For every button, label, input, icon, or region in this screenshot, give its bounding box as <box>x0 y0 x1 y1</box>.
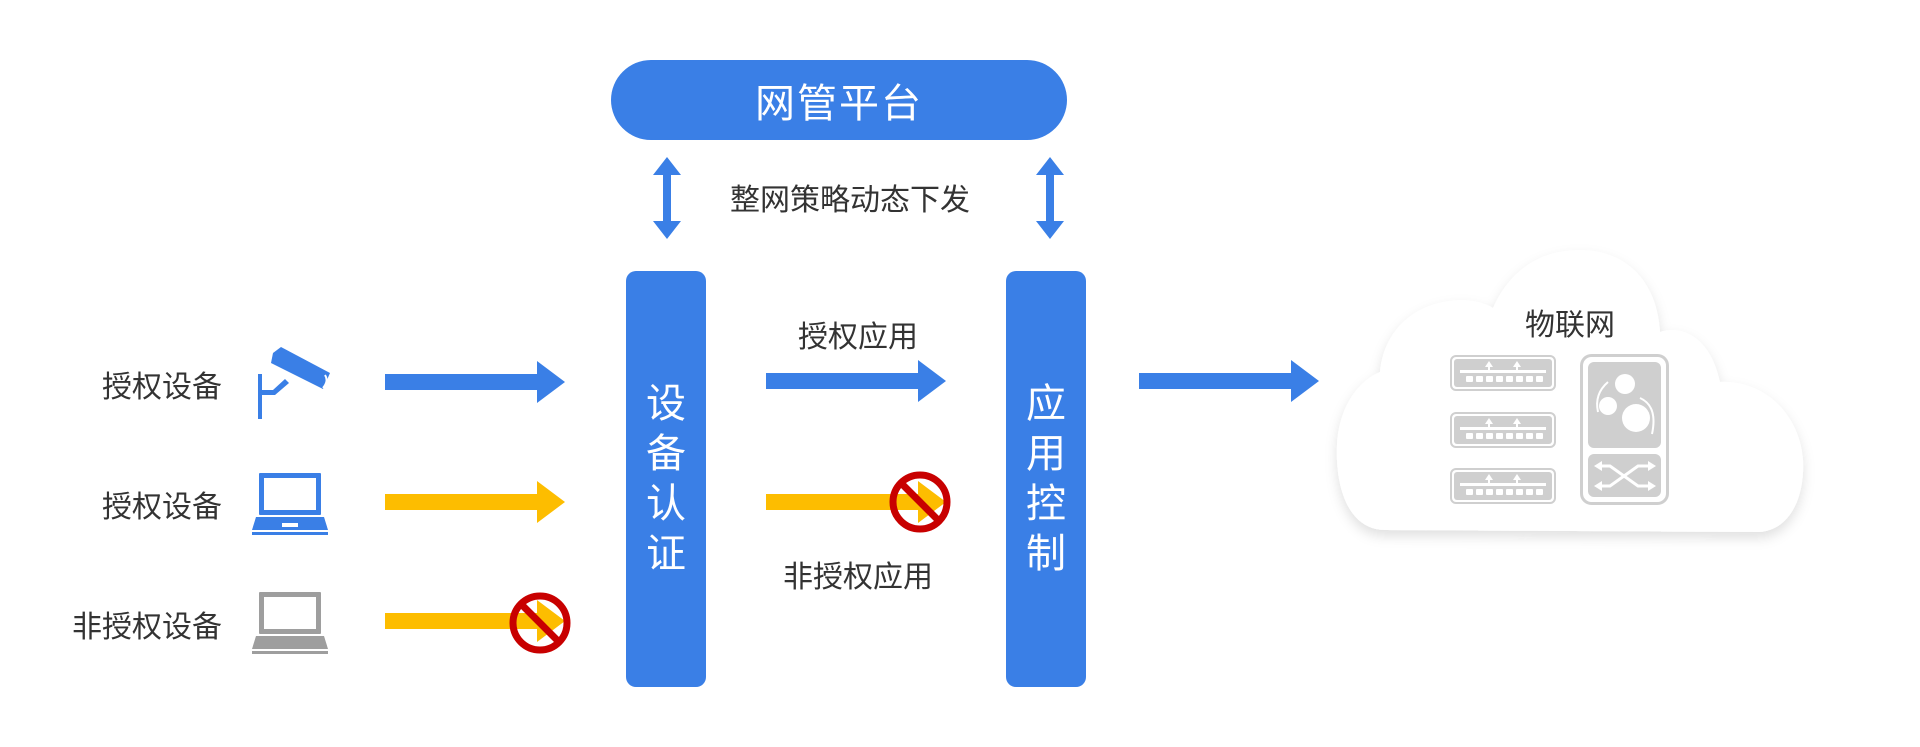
device-authentication-label: 设备认证 <box>646 381 686 577</box>
blocked-icon <box>509 592 571 654</box>
arrow-right <box>766 481 946 523</box>
arrow-right <box>385 481 565 523</box>
gears-icon <box>1599 374 1650 432</box>
iot-title: 物联网 <box>1525 308 1615 343</box>
platform-title: 网管平台 <box>755 81 923 127</box>
arrow-right <box>385 361 565 403</box>
switch-icon <box>1450 355 1556 391</box>
application-label: 非授权应用 <box>783 560 933 595</box>
application-label: 授权应用 <box>798 320 918 355</box>
laptop-icon <box>252 473 328 535</box>
crossover-switch-icon <box>1598 464 1652 488</box>
switch-icon <box>1450 412 1556 448</box>
iot-cloud <box>1336 250 1804 532</box>
core-switch-chassis-icon <box>1580 354 1669 505</box>
application-control-label: 应用控制 <box>1026 381 1066 577</box>
device-label: 授权设备 <box>102 370 222 405</box>
device-label: 非授权设备 <box>72 610 222 645</box>
device-label: 授权设备 <box>102 490 222 525</box>
arrow-right <box>766 360 946 402</box>
device-authentication-bar: 设备认证 <box>626 271 706 687</box>
laptop-icon <box>252 592 328 654</box>
double-vertical-arrow-icon <box>1036 157 1064 239</box>
surveillance-camera-icon <box>258 347 330 419</box>
application-control-bar: 应用控制 <box>1006 271 1086 687</box>
switch-icon <box>1450 468 1556 504</box>
network-management-platform: 网管平台 <box>611 60 1067 140</box>
double-vertical-arrow-icon <box>653 157 681 239</box>
arrow-right <box>1139 360 1319 402</box>
arrow-right <box>385 600 565 642</box>
policy-distribution-label: 整网策略动态下发 <box>730 183 970 218</box>
blocked-icon <box>889 471 951 533</box>
